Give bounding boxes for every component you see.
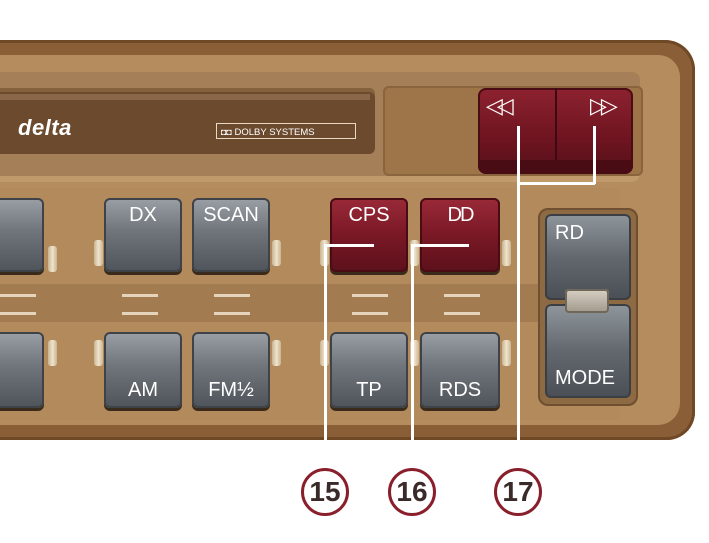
dx-button[interactable]: DX — [104, 198, 182, 272]
cps-button[interactable]: CPS — [330, 198, 408, 272]
separator-dash — [352, 294, 388, 297]
callout-line-17 — [517, 182, 520, 460]
callout-line-17 — [517, 126, 520, 184]
indicator-led — [48, 340, 57, 366]
scan-button-label: SCAN — [203, 204, 259, 226]
separator-dash — [122, 312, 158, 315]
separator-dash — [0, 312, 36, 315]
indicator-led — [410, 240, 419, 266]
separator-dash — [214, 312, 250, 315]
separator-dash — [122, 294, 158, 297]
cps-button-label: CPS — [348, 204, 390, 226]
mode-button-label: MODE — [555, 367, 615, 389]
indicator-led — [94, 340, 103, 366]
callout-line-15 — [324, 244, 327, 460]
indicator-led — [502, 340, 511, 366]
seek-rocker[interactable]: ◁◁ ▷▷ — [478, 88, 633, 174]
callout-line-15 — [324, 244, 374, 247]
separator-dash — [0, 294, 36, 297]
mid-band — [0, 284, 620, 322]
separator-dash — [352, 312, 388, 315]
dolby-label: DOLBY SYSTEMS — [234, 127, 315, 138]
brand-logo: delta — [18, 115, 72, 140]
callout-17: 17 — [494, 468, 542, 516]
indicator-led — [48, 246, 57, 272]
callout-line-16 — [411, 244, 414, 460]
dx-button-label: DX — [129, 204, 157, 226]
rds-button-label: RDS — [438, 379, 482, 401]
indicator-led — [272, 340, 281, 366]
callout-15: 15 — [301, 468, 349, 516]
am-button-label: AM — [128, 379, 158, 401]
preset-button-lower-left[interactable] — [0, 332, 44, 408]
callout-line-16 — [411, 244, 469, 247]
tp-button-label: TP — [356, 379, 382, 401]
callout-line-17 — [593, 126, 596, 184]
mode-slider-knob[interactable] — [565, 289, 609, 313]
callout-16: 16 — [388, 468, 436, 516]
scan-button[interactable]: SCAN — [192, 198, 270, 272]
preset-button-upper-left[interactable] — [0, 198, 44, 272]
display-band — [0, 88, 375, 154]
dolby-button[interactable]: DD — [420, 198, 500, 272]
indicator-led — [272, 240, 281, 266]
fm-button-label: FM½ — [208, 379, 254, 401]
mode-button[interactable]: MODE — [545, 304, 631, 398]
rds-button[interactable]: RDS — [420, 332, 500, 408]
indicator-led — [410, 340, 419, 366]
fm-button[interactable]: FM½ — [192, 332, 270, 408]
callout-line-17 — [517, 182, 595, 185]
rd-button[interactable]: RD — [545, 214, 631, 300]
fast-forward-icon[interactable]: ▷▷ — [590, 94, 618, 119]
indicator-led — [94, 240, 103, 266]
dolby-icon: ◘◘ — [221, 127, 232, 137]
separator-dash — [444, 312, 480, 315]
dolby-systems-badge: ◘◘ DOLBY SYSTEMS — [216, 123, 356, 139]
rd-button-label: RD — [555, 222, 584, 244]
dolby-button-icon: DD — [447, 204, 475, 226]
separator-dash — [444, 294, 480, 297]
separator-dash — [214, 294, 250, 297]
am-button[interactable]: AM — [104, 332, 182, 408]
indicator-led — [502, 240, 511, 266]
rewind-icon[interactable]: ◁◁ — [486, 94, 514, 119]
tp-button[interactable]: TP — [330, 332, 408, 408]
